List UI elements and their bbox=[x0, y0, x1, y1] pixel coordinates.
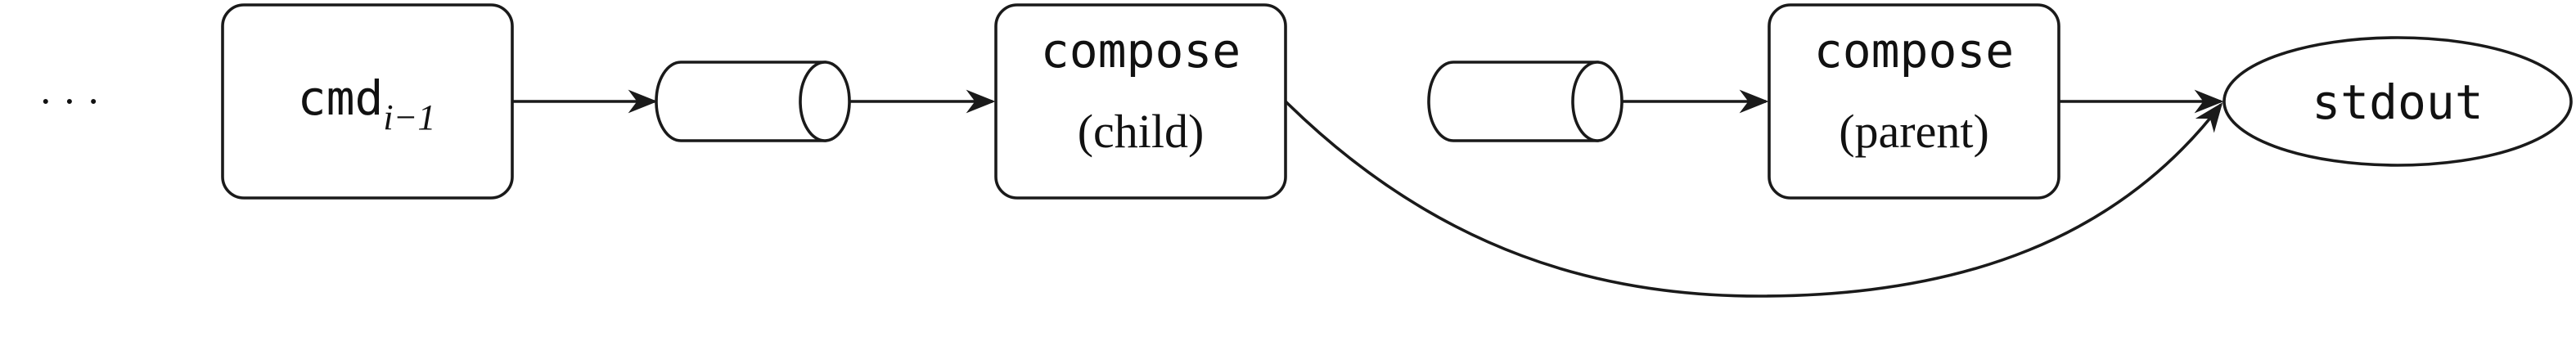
compose-child-title: compose bbox=[1041, 23, 1241, 79]
compose-parent-role: (parent) bbox=[1839, 105, 1989, 158]
edge-compose-child-to-stdout bbox=[1284, 100, 2223, 298]
pipe-cylinder-2 bbox=[1427, 61, 1624, 142]
compose-child-role: (child) bbox=[1078, 105, 1205, 158]
cmd-node: cmdi−1 bbox=[221, 3, 514, 200]
compose-parent-node: compose (parent) bbox=[1768, 3, 2060, 200]
stdout-label: stdout bbox=[2312, 74, 2484, 130]
ellipsis: · · · bbox=[39, 79, 99, 124]
compose-child-node: compose (child) bbox=[994, 3, 1287, 200]
compose-parent-title: compose bbox=[1814, 23, 2014, 79]
cmd-label: cmd bbox=[298, 70, 384, 126]
pipe-cylinder-1 bbox=[655, 61, 851, 142]
svg-text:cmdi−1: cmdi−1 bbox=[298, 70, 436, 137]
cmd-subscript: i−1 bbox=[383, 97, 435, 137]
stdout-node: stdout bbox=[2222, 36, 2573, 167]
